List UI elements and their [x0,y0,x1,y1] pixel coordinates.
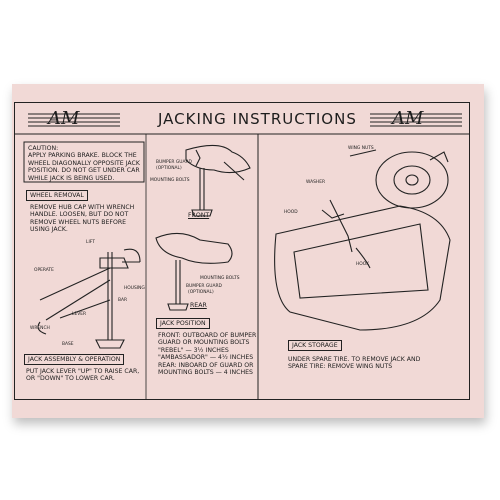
jack-position-line: "REBEL" — 3½ INCHES [158,346,229,354]
jack-assembly-line: OR "DOWN" TO LOWER CAR. [26,375,115,383]
jack-position-text: FRONT: OUTBOARD OF BUMPER GUARD OR MOUNT… [158,332,256,376]
caution-block: CAUTION: APPLY PARKING BRAKE. BLOCK THE … [28,145,140,182]
jack-position-line: GUARD OR MOUNTING BOLTS [158,339,250,347]
trunk-callout-hook: HOOK [356,262,370,267]
jack-diagram [37,248,141,349]
jack-assembly-line: PUT JACK LEVER "UP" TO RAISE CAR, [26,368,140,375]
caution-line: WHEEL DIAGONALLY OPPOSITE JACK [28,159,140,167]
left-logo: AM [48,108,80,129]
label-wrench: WRENCH [30,326,50,331]
jack-position-heading: JACK POSITION [156,318,210,329]
rear-label: REAR [190,302,207,309]
label-housing: HOUSING [124,286,145,291]
jack-storage-heading: JACK STORAGE [288,340,342,351]
caution-line: POSITION. DO NOT GET UNDER CAR [28,167,140,175]
instruction-decal [12,84,484,418]
jack-assembly-heading: JACK ASSEMBLY & OPERATION [24,354,125,365]
jack-assembly-text: PUT JACK LEVER "UP" TO RAISE CAR, OR "DO… [26,368,139,383]
front-callout: BUMPER GUARD [156,160,192,165]
jack-storage-line: SPARE TIRE: REMOVE WING NUTS [288,363,393,371]
front-label: FRONT [188,212,210,219]
trunk-callout-wing-nuts: WING NUTS [348,146,374,151]
wheel-removal-line: HANDLE. LOOSEN, BUT DO NOT [30,211,129,219]
wheel-removal-heading: WHEEL REMOVAL [26,190,88,201]
right-logo-stripes [370,113,462,127]
rear-callout: (OPTIONAL) [188,290,214,295]
wheel-removal-text: REMOVE HUB CAP WITH WRENCH HANDLE. LOOSE… [30,204,134,234]
label-base: BASE [62,342,74,347]
trunk-diagram [274,149,451,331]
right-logo: AM [392,108,424,129]
front-bumper-diagram [185,144,251,217]
front-callout: MOUNTING BOLTS [150,178,190,183]
caution-line: APPLY PARKING BRAKE. BLOCK THE [28,152,137,160]
wheel-removal-line: REMOVE WHEEL NUTS BEFORE [30,218,127,226]
trunk-callout-washer: WASHER [306,180,326,185]
jack-position-line: FRONT: OUTBOARD OF BUMPER [158,332,257,339]
jack-position-line: REAR: INBOARD OF GUARD OR [158,361,254,369]
label-lever: LEVER [72,312,87,317]
jack-storage-text: UNDER SPARE TIRE. TO REMOVE JACK AND SPA… [288,356,420,371]
jack-storage-line: UNDER SPARE TIRE. TO REMOVE JACK AND [288,356,421,363]
label-bar: BAR [118,298,128,303]
label-operate: OPERATE [34,268,54,273]
jack-position-line: "AMBASSADOR" — 4½ INCHES [158,354,254,362]
caution-line: WHILE JACK IS BEING USED. [28,174,115,182]
label-lift: LIFT [86,240,95,245]
caution-label: CAUTION: [28,145,59,152]
front-callout: (OPTIONAL) [156,166,182,171]
wheel-removal-line: REMOVE HUB CAP WITH WRENCH [30,204,135,211]
decal-border [14,102,470,400]
page-title: JACKING INSTRUCTIONS [158,110,357,128]
trunk-callout-hood: HOOD [284,210,298,215]
rear-callout: MOUNTING BOLTS [200,276,240,281]
rear-callout: BUMPER GUARD [186,284,222,289]
rear-bumper-diagram [155,232,233,311]
wheel-removal-line: USING JACK. [30,226,68,234]
jack-position-line: MOUNTING BOLTS — 4 INCHES [158,369,253,377]
left-logo-stripes [28,113,120,127]
